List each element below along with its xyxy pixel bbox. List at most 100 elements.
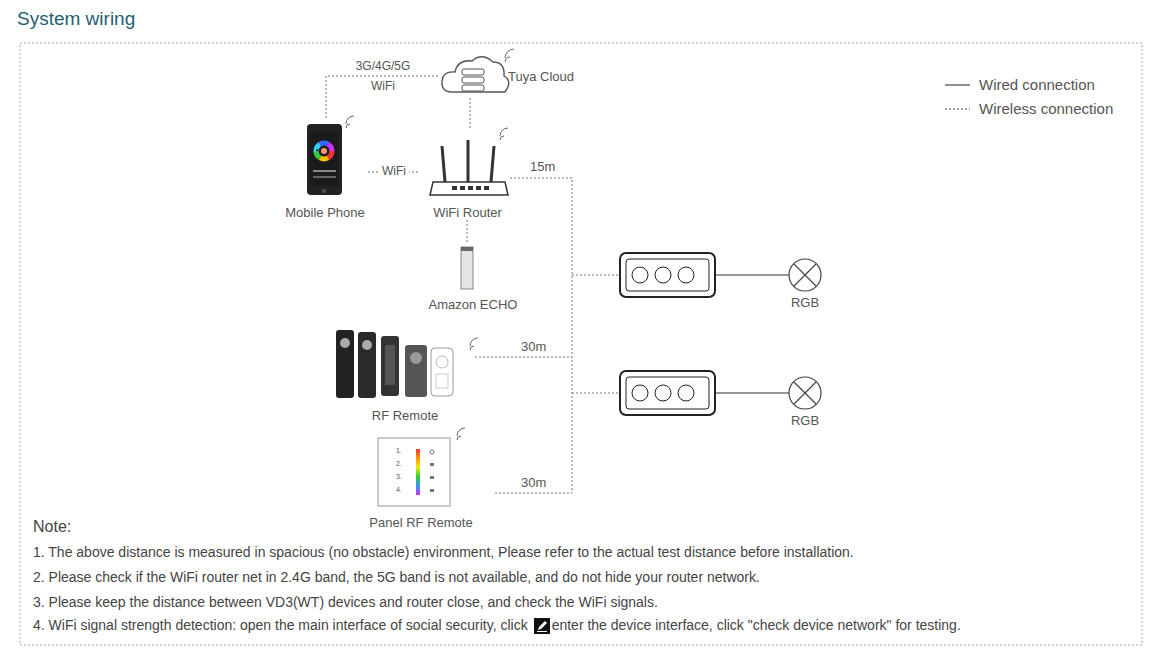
router-icon — [500, 128, 508, 140]
device-node: RGB — [780, 258, 830, 310]
controller — [626, 259, 709, 291]
router-icon — [442, 146, 445, 182]
router-icon — [460, 186, 465, 190]
rf-remotes — [381, 336, 399, 396]
panel-remote — [430, 463, 434, 466]
phone-icon — [307, 124, 342, 195]
phone-icon — [346, 116, 354, 128]
note-text: 2. Please check if the WiFi router net i… — [33, 569, 760, 585]
rf-remotes — [470, 338, 478, 350]
legend-samples — [945, 84, 970, 85]
legend-text: Wired connection — [979, 76, 1095, 93]
device-node: WiFi Router — [420, 130, 515, 220]
panel-remote — [430, 450, 434, 454]
rf-remotes — [436, 356, 448, 368]
controller — [678, 267, 694, 283]
button-number: 1. — [396, 447, 402, 454]
panel-remote — [378, 438, 450, 506]
distance-label: 30m — [521, 339, 546, 354]
rf-remotes — [436, 374, 448, 388]
phone-icon — [313, 170, 336, 172]
router-icon — [484, 186, 489, 190]
router-icon — [491, 146, 494, 182]
device-label: Mobile Phone — [285, 205, 365, 220]
lamp-symbol — [789, 259, 821, 291]
panel-remote — [416, 449, 420, 495]
phone-icon — [316, 143, 332, 159]
controller — [626, 377, 709, 409]
rf-remotes — [385, 345, 395, 385]
wireless-connector — [470, 98, 471, 128]
controller — [620, 371, 715, 415]
note-text: 3. Please keep the distance between VD3(… — [33, 594, 658, 610]
router-icon — [476, 186, 481, 190]
panel-remote — [457, 428, 465, 440]
phone-icon — [313, 176, 336, 178]
cloud-icon — [442, 57, 509, 92]
router-icon — [430, 128, 508, 195]
phone-icon — [316, 143, 332, 159]
lamp-symbol — [794, 264, 816, 286]
wireless-connector — [467, 220, 468, 244]
lamp-symbol — [794, 382, 816, 404]
cloud-icon — [462, 85, 484, 91]
controller — [620, 371, 715, 415]
phone-icon — [316, 143, 332, 159]
controller — [632, 267, 648, 283]
panel-remote — [430, 476, 434, 479]
edit-icon — [537, 631, 547, 632]
rf-remotes — [405, 345, 427, 397]
device-label: Panel RF Remote — [369, 515, 472, 530]
edit-icon — [534, 618, 550, 634]
device-node: Mobile Phone — [282, 118, 368, 220]
rf-remotes — [362, 340, 372, 350]
legend-text: Wireless connection — [979, 100, 1113, 117]
lamp-symbol — [789, 259, 821, 409]
phone-icon — [310, 131, 339, 186]
echo-icon — [461, 247, 473, 289]
rf-remotes — [410, 352, 422, 364]
device-node: Amazon ECHO — [418, 244, 528, 312]
controller — [655, 385, 671, 401]
device-label: RGB — [791, 295, 819, 310]
controller — [620, 253, 715, 297]
controller — [678, 385, 694, 401]
wireless-lines — [475, 178, 620, 493]
device-node: RGB — [780, 376, 830, 428]
echo-icon — [461, 247, 473, 289]
device-label: Amazon ECHO — [429, 297, 518, 312]
edit-icon — [538, 621, 547, 630]
rf-remotes — [431, 348, 453, 396]
controller — [655, 267, 671, 283]
wireless-lines — [572, 393, 620, 394]
phone-icon — [316, 143, 332, 159]
rf-remotes — [336, 330, 478, 398]
frame — [20, 43, 1142, 645]
note-text: 4. WiFi signal strength detection: open … — [33, 617, 528, 634]
cloud-icon — [442, 49, 514, 92]
note-text: Note: — [33, 518, 71, 536]
device-node: Tuya Cloud — [440, 54, 580, 98]
legend-samples — [945, 85, 970, 109]
phone-icon — [316, 143, 332, 159]
rf-remotes — [340, 338, 350, 348]
note-row: 4. WiFi signal strength detection: open … — [33, 617, 961, 634]
wireless-lines — [495, 178, 572, 493]
phone-icon — [316, 143, 332, 159]
device-node: RF Remote — [330, 325, 480, 423]
echo-icon — [461, 247, 473, 251]
phone-icon — [307, 116, 354, 195]
title: System wiring — [17, 8, 135, 30]
lamp-symbol — [789, 377, 821, 409]
note-text: enter the device interface, click "check… — [552, 617, 961, 634]
device-label: Tuya Cloud — [508, 69, 574, 84]
router-icon — [467, 140, 470, 182]
connector-label: WiFi — [379, 164, 409, 179]
rf-remotes — [336, 330, 354, 398]
device-node: Panel RF Remote — [365, 432, 477, 530]
rf-remotes — [358, 332, 376, 398]
wired-lines — [715, 392, 789, 393]
wired-lines — [715, 275, 789, 393]
device-label: WiFi Router — [433, 205, 502, 220]
device-label: RGB — [791, 413, 819, 428]
